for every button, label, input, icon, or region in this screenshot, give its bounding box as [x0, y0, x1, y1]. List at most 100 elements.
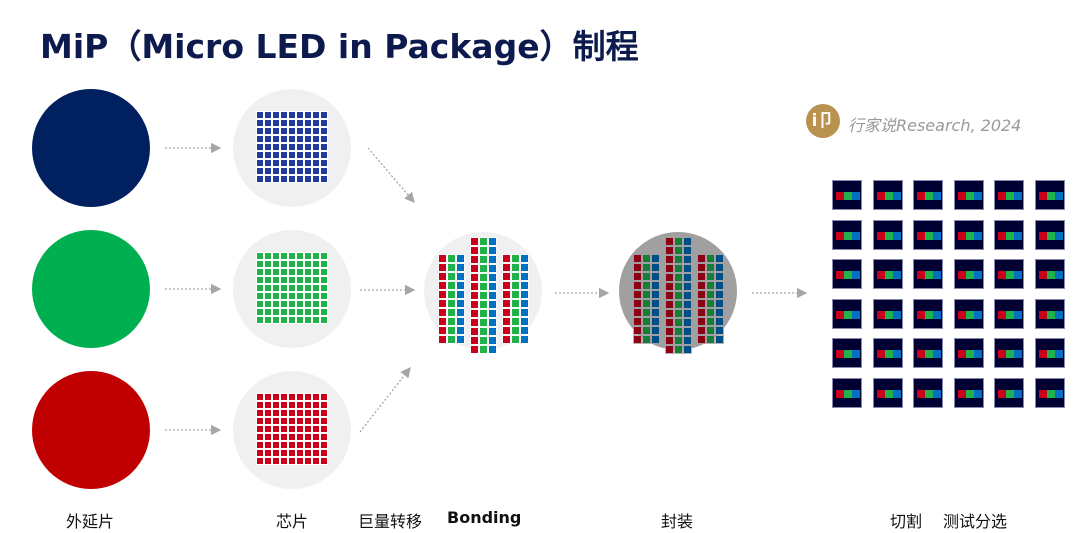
led-subpixel — [1014, 231, 1022, 240]
chip-square — [716, 336, 723, 343]
chip-square — [297, 458, 303, 464]
chip-square — [289, 277, 295, 283]
chip-square — [297, 402, 303, 408]
chip-square — [684, 292, 691, 299]
chip-square — [281, 168, 287, 174]
mip-package-tile — [994, 338, 1024, 368]
chip-square — [457, 300, 464, 307]
chip-square — [457, 309, 464, 316]
chip-square — [257, 442, 263, 448]
chip-square — [281, 442, 287, 448]
chip-square — [281, 402, 287, 408]
chip-square — [265, 277, 271, 283]
chip-square — [675, 238, 682, 245]
chip-square — [281, 112, 287, 118]
chip-square — [480, 292, 487, 299]
chip-square — [273, 152, 279, 158]
chip-square — [480, 319, 487, 326]
led-subpixel — [965, 310, 974, 319]
chip-square — [503, 273, 510, 280]
chip-square — [471, 238, 478, 245]
blue-chip-grid — [256, 111, 328, 183]
chip-square — [297, 450, 303, 456]
led-subpixel — [957, 271, 966, 279]
chip-square — [521, 309, 528, 316]
led-subpixel — [957, 231, 966, 240]
chip-square — [716, 282, 723, 289]
led-subpixel — [892, 350, 901, 358]
mip-package-tile — [832, 298, 862, 329]
chip-square — [521, 318, 528, 325]
chip-square — [716, 264, 723, 271]
chip-square — [281, 293, 287, 299]
chip-square — [313, 120, 319, 126]
chip-square — [281, 317, 287, 323]
chip-square — [321, 176, 327, 182]
chip-square — [489, 292, 496, 299]
chip-square — [321, 309, 327, 315]
chip-square — [666, 265, 673, 272]
led-subpixel — [892, 310, 901, 319]
led-subpixel — [1054, 350, 1063, 358]
chip-square — [265, 144, 271, 150]
chip-square — [698, 291, 705, 298]
chip-square — [521, 300, 528, 307]
mip-package-tile — [994, 219, 1024, 250]
led-subpixel — [1006, 310, 1014, 319]
led-subpixel — [884, 231, 893, 240]
chip-square — [707, 291, 714, 298]
chip-square — [439, 327, 446, 334]
chip-square — [471, 265, 478, 272]
chip-square — [503, 309, 510, 316]
rgb-chip-column-group — [470, 237, 497, 354]
chip-square — [305, 152, 311, 158]
led-subpixel — [876, 271, 885, 279]
mip-package-tile — [832, 377, 862, 408]
chip-square — [297, 168, 303, 174]
chip-square — [489, 238, 496, 245]
led-subpixel — [852, 350, 860, 358]
chip-square — [652, 264, 659, 271]
chip-square — [297, 426, 303, 432]
red-chip-grid — [256, 393, 328, 465]
chip-square — [666, 301, 673, 308]
chip-square — [297, 293, 303, 299]
led-subpixel — [852, 271, 860, 279]
chip-square — [321, 394, 327, 400]
chip-square — [305, 136, 311, 142]
chip-square — [439, 264, 446, 271]
chip-square — [257, 410, 263, 416]
chip-square — [257, 160, 263, 166]
chip-square — [480, 238, 487, 245]
chip-square — [321, 261, 327, 267]
chip-square — [273, 426, 279, 432]
chip-square — [643, 327, 650, 334]
chip-square — [265, 261, 271, 267]
chip-square — [257, 426, 263, 432]
chip-square — [448, 327, 455, 334]
chip-square — [313, 317, 319, 323]
chip-square — [480, 283, 487, 290]
chip-square — [313, 301, 319, 307]
chip-square — [273, 176, 279, 182]
chip-square — [305, 442, 311, 448]
chip-square — [643, 273, 650, 280]
chip-square — [257, 253, 263, 259]
chip-square — [512, 282, 519, 289]
led-subpixel — [917, 310, 925, 319]
arrow — [359, 366, 411, 433]
chip-square — [448, 300, 455, 307]
chip-square — [281, 253, 287, 259]
chip-square — [257, 277, 263, 283]
led-subpixel — [836, 389, 844, 398]
chip-square — [512, 327, 519, 334]
chip-square — [652, 318, 659, 325]
led-subpixel — [998, 310, 1006, 319]
chip-square — [289, 168, 295, 174]
chip-square — [489, 319, 496, 326]
chip-square — [652, 291, 659, 298]
chip-square — [489, 301, 496, 308]
watermark-text: 行家说Research, 2024 — [848, 116, 1022, 135]
chip-square — [313, 112, 319, 118]
led-subpixel — [1038, 192, 1047, 200]
